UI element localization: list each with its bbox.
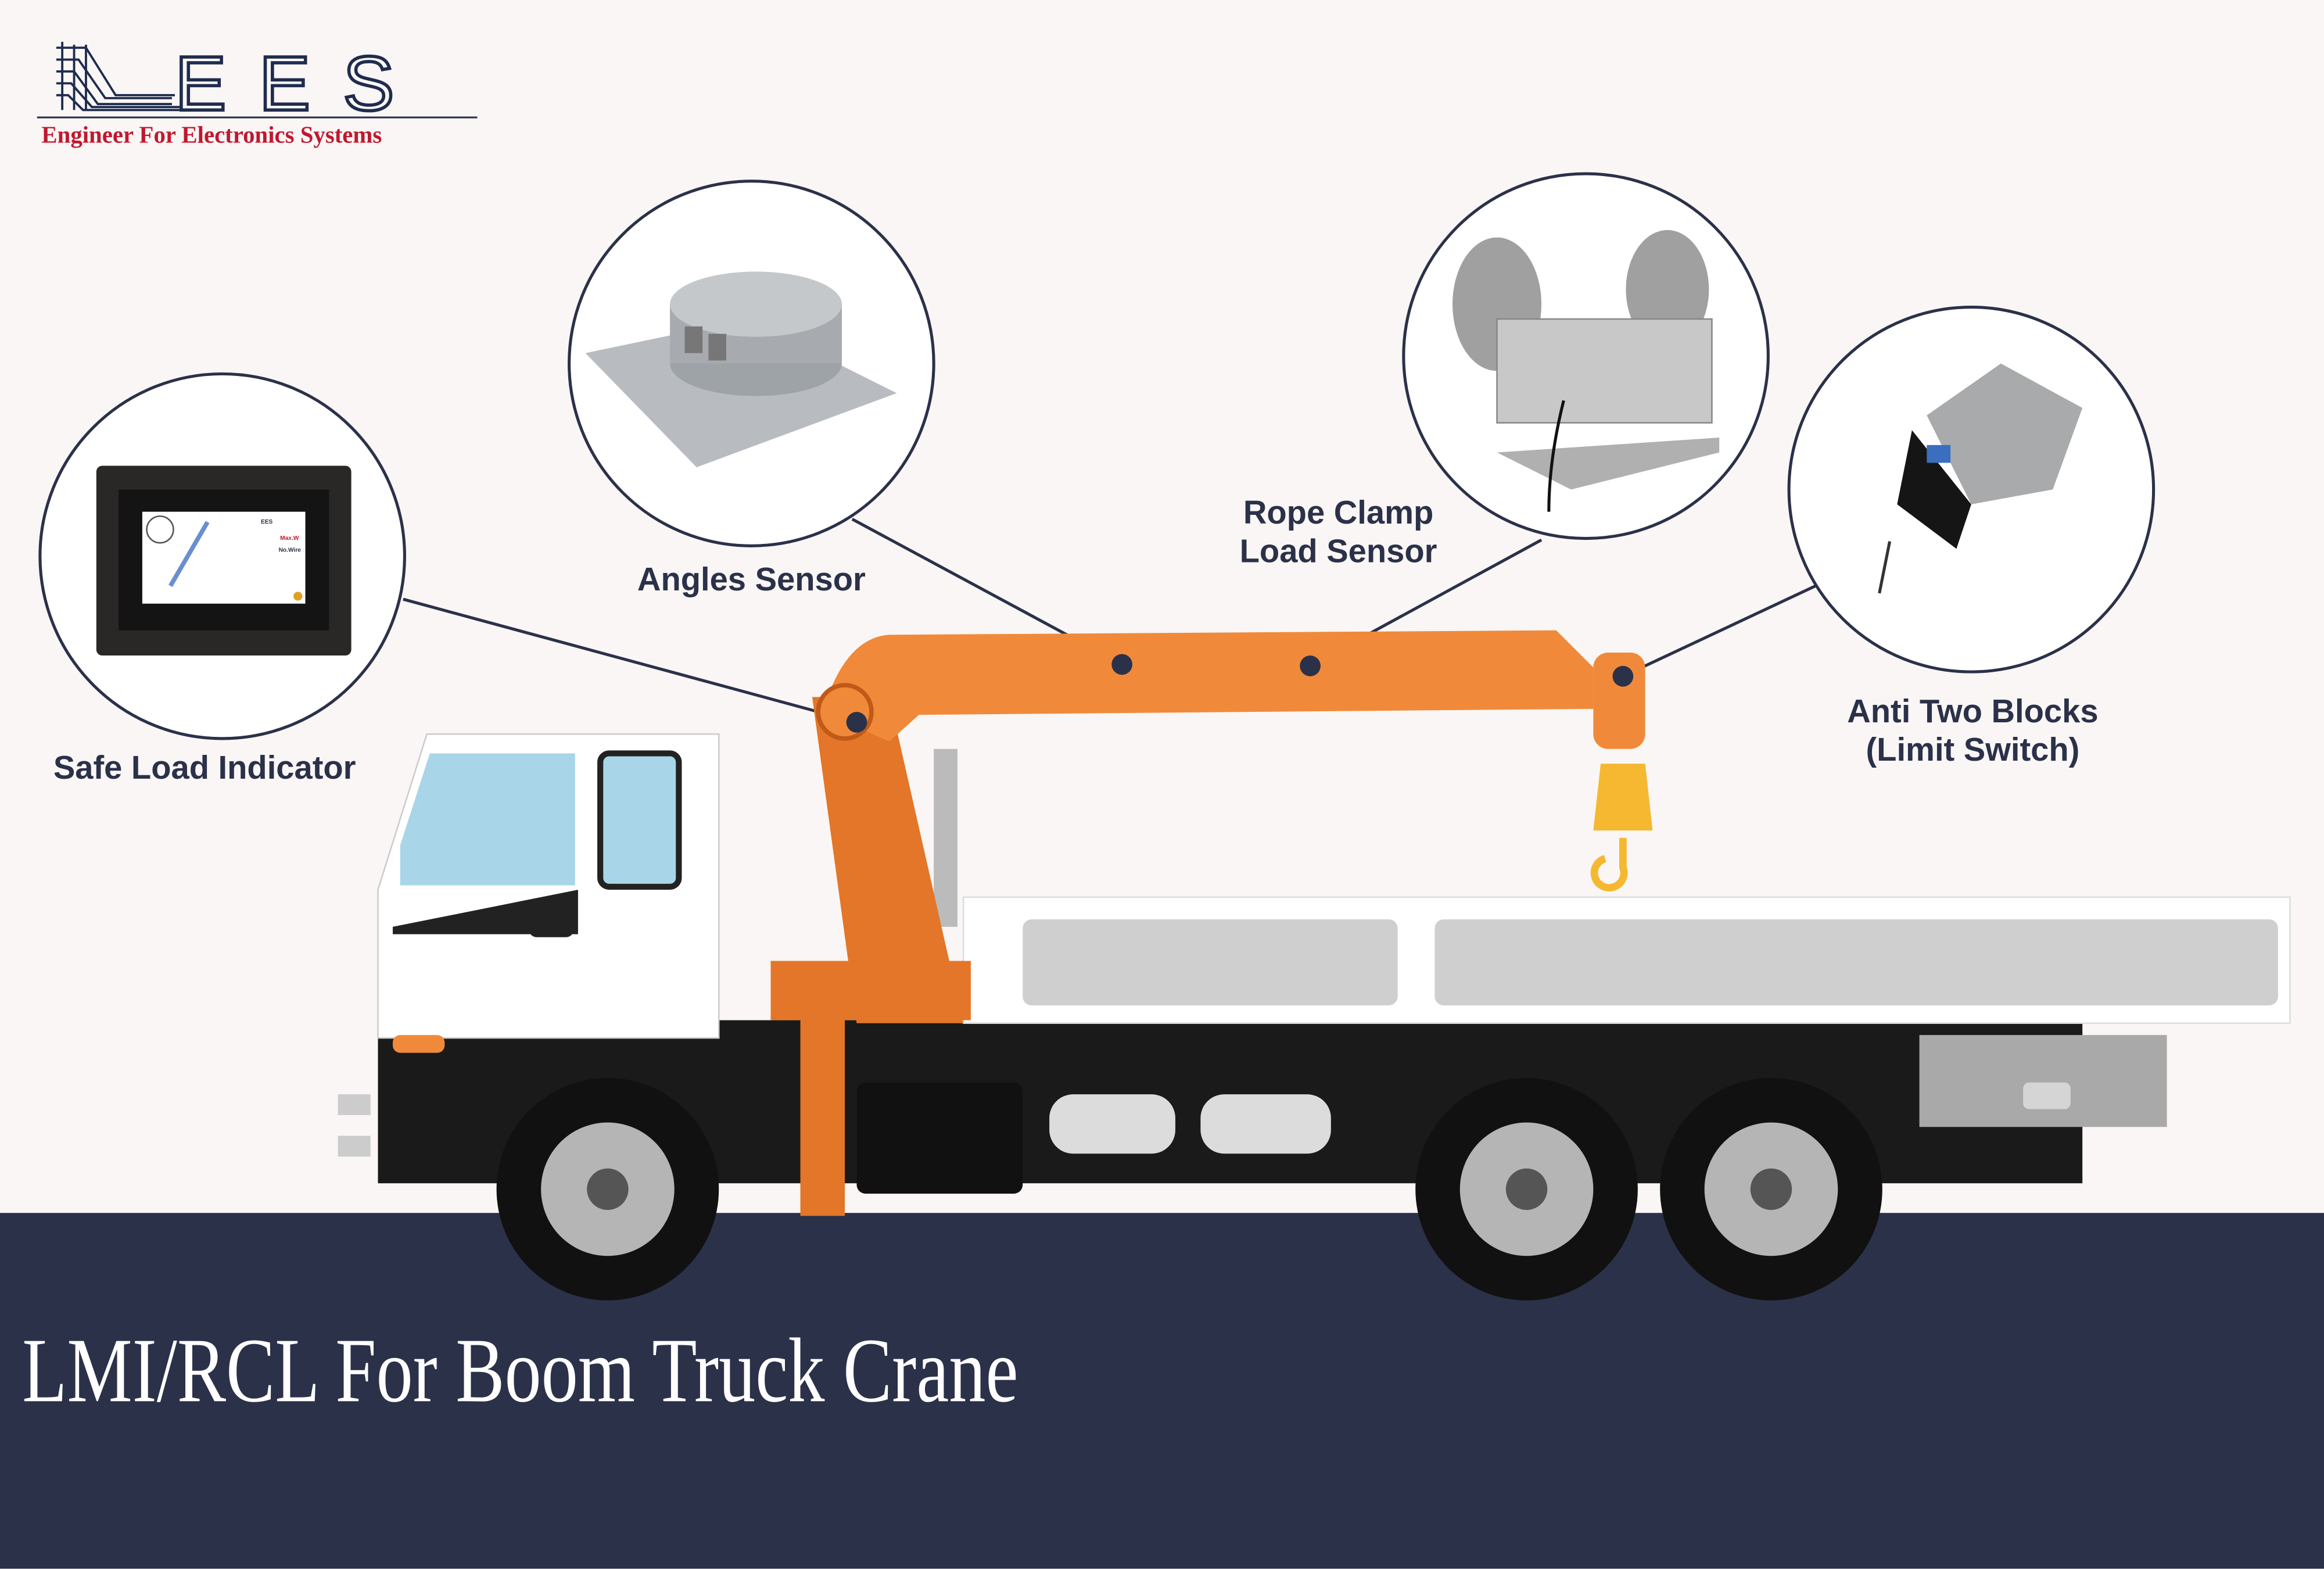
rope-clamp-label-line2: Load Sensor: [1240, 532, 1437, 569]
gear-icon: [293, 592, 303, 601]
anti-two-blocks-label-line1: Anti Two Blocks: [1847, 693, 2098, 729]
hook-icon: [1590, 837, 1628, 891]
circuit-icon: [56, 41, 187, 112]
anti-two-blocks-label-line2: (Limit Switch): [1866, 731, 2080, 768]
windshield: [400, 753, 575, 886]
switch-connector: [1927, 445, 1951, 463]
wire-count-label: No.Wire: [279, 547, 302, 553]
truck: [338, 733, 2291, 1301]
page-title: LMI/RCL For Boom Truck Crane: [22, 1320, 1018, 1421]
flatbed-panel: [1434, 919, 2278, 1006]
rope-clamp-callout: Rope Clamp Load Sensor: [1240, 172, 1770, 569]
max-weight-label: Max.W: [280, 535, 299, 542]
logo-tagline: Engineer For Electronics Systems: [41, 121, 382, 148]
anti-two-blocks-callout: Anti Two Blocks (Limit Switch): [1787, 306, 2156, 768]
wheel: [1660, 1078, 1882, 1301]
hook-block: [1593, 764, 1653, 831]
flatbed-panel: [1023, 919, 1398, 1006]
screen-logo: EES: [261, 519, 273, 525]
crane: [770, 630, 1653, 1216]
angles-sensor-label: Angles Sensor: [637, 561, 866, 597]
wheel: [496, 1078, 719, 1301]
wheel: [1415, 1078, 1638, 1301]
connector-dots: [846, 654, 1634, 733]
safe-load-indicator-label: Safe Load Indicator: [53, 749, 356, 786]
angles-sensor-callout: Angles Sensor: [568, 180, 935, 597]
rope-clamp-label-line1: Rope Clamp: [1243, 494, 1433, 531]
safe-load-indicator-callout: Max.W No.Wire EES Safe Load Indicator: [38, 372, 406, 786]
logo-letters: EES: [175, 41, 427, 127]
footer-band: [0, 1213, 2324, 1569]
ees-logo: EES Engineer For Electronics Systems: [37, 39, 478, 148]
